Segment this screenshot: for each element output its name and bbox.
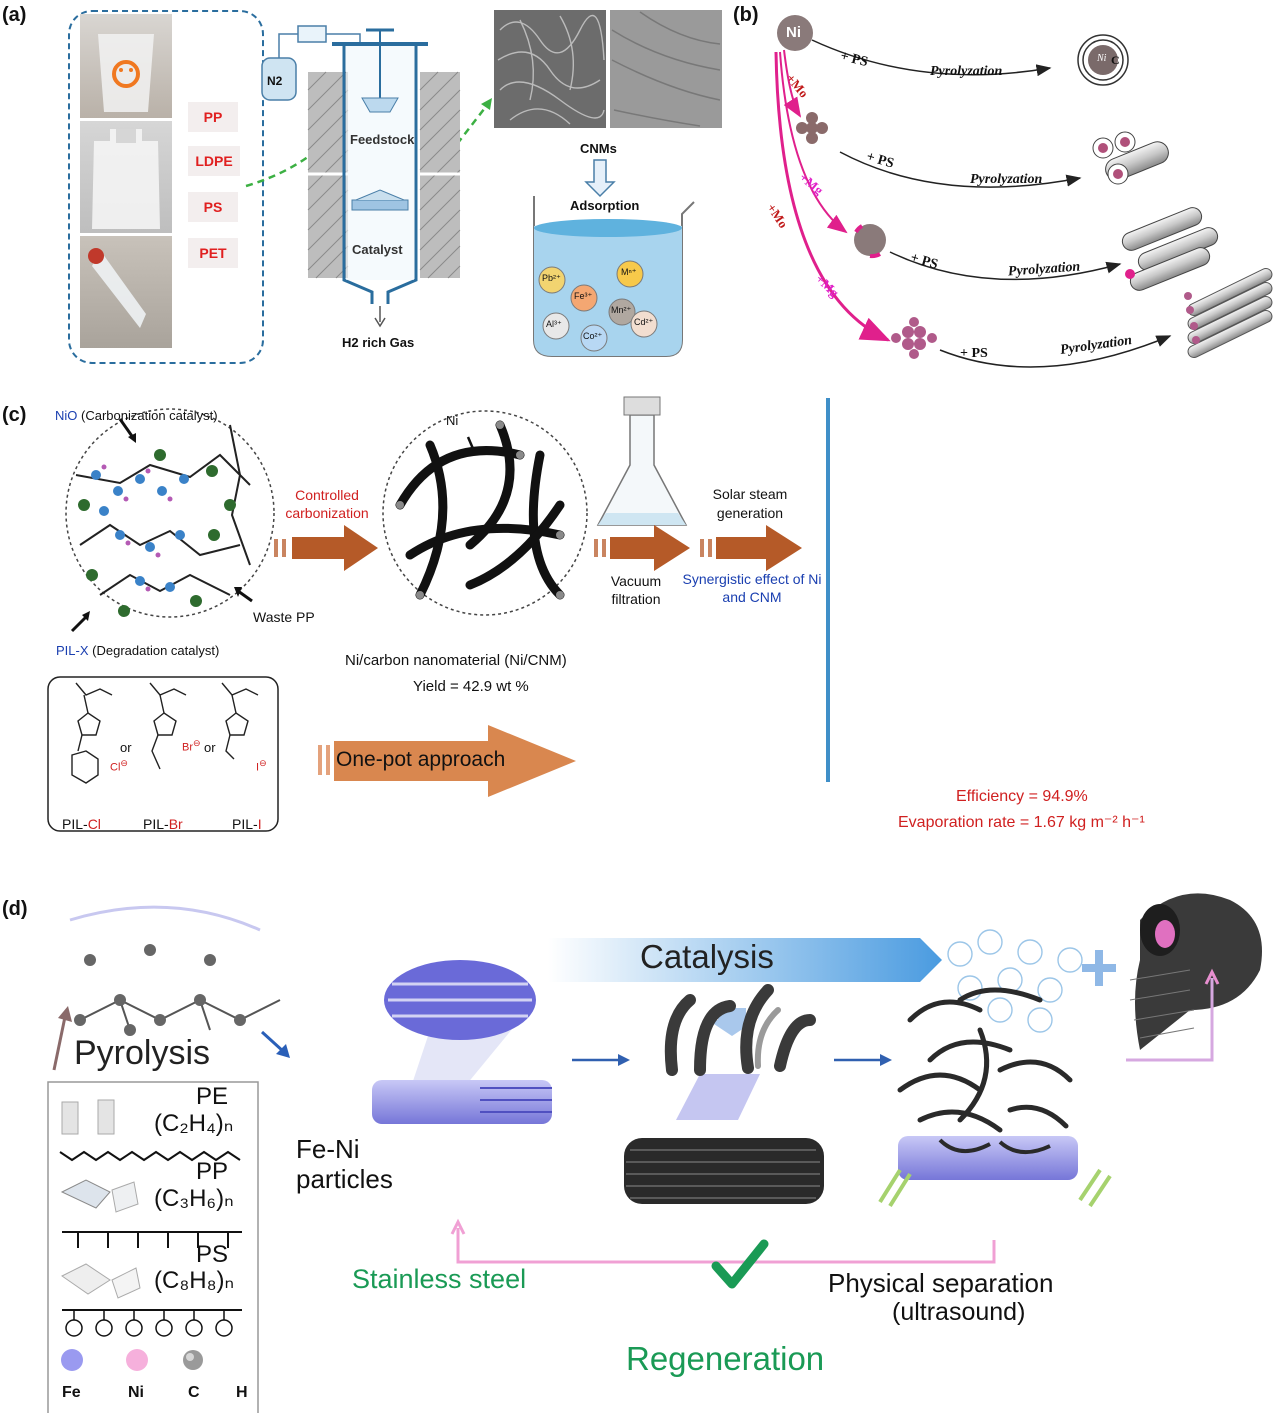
ni-arrow-label: Ni [446,413,459,428]
ion-m: Mⁿ⁺ [621,267,637,277]
onepot-label: One-pot approach [336,748,506,771]
feni-label: Fe-Ni particles [296,1134,393,1194]
ps-label-4: + PS [960,346,988,361]
ion-co: Co²⁺ [583,331,603,341]
carbonization-scheme [47,396,830,832]
pp-label: PP [196,1158,229,1185]
nio-label: NiO (Carbonization catalyst) [55,408,218,423]
ni-label: Ni [786,24,801,41]
ion-pb: Pb²⁺ [542,273,561,283]
plastic-label-ldpe: LDPE [188,146,240,176]
pyrolyzation-label-1: Pyrolyzation [930,64,1003,79]
cnt-coated-rod [624,1138,824,1204]
pe-label: PE [196,1083,229,1110]
product-label: Ni/carbon nanomaterial (Ni/CNM) [345,652,567,669]
pil-i-anion: I⊖ [256,758,267,774]
legend-h-label: H [236,1384,248,1401]
yield-label: Yield = 42.9 wt % [413,678,529,695]
plastic-label-ps: PS [188,192,238,222]
ion-fe: Fe³⁺ [574,291,593,301]
catalyst-label: Catalyst [352,242,403,257]
waste-pp-label: Waste PP [253,609,315,625]
pil-label: PIL-X (Degradation catalyst) [56,643,219,658]
regeneration-label: Regeneration [626,1340,825,1377]
or-label-1: or [120,740,132,755]
pyrolyzation-label-2: Pyrolyzation [970,172,1043,187]
ultrasound-label: (ultrasound) [892,1298,1026,1326]
catalysis-label: Catalysis [640,938,774,975]
legend-c-label: C [188,1384,200,1401]
plastic-label-pp: PP [188,102,238,132]
ion-al: Al³⁺ [546,319,562,329]
feedstock-label: Feedstock [350,132,415,147]
ion-mn: Mn²⁺ [611,305,632,315]
solar-steam-label: Solar steam generation [712,486,788,521]
vacuum-filtration-label: Vacuum filtration [610,573,662,607]
efficiency-label: Efficiency = 94.9% [956,788,1088,805]
bag-photo [80,121,172,233]
core-label: Ni [1097,53,1107,64]
pil-cl-anion: Cl⊖ [110,758,129,774]
panel-a-label: (a) [2,4,27,26]
pil-name: PIL-X [56,643,89,658]
legend-fe-label: Fe [62,1384,81,1401]
panel-b-label: (b) [733,4,759,26]
ion-cd: Cd²⁺ [634,317,654,327]
n2-label: N2 [267,74,283,88]
gas-out-label: H2 rich Gas [342,335,415,350]
pyrolysis-label: Pyrolysis [74,1034,211,1072]
ps-formula: (C₈H₈)ₙ [154,1267,235,1294]
legend-ni-label: Ni [128,1384,144,1401]
regeneration-scheme [47,893,1262,1413]
reactor-diagram [245,10,722,357]
pyrolyzation-scheme [774,15,1273,368]
ps-label: PS [196,1241,229,1268]
pp-formula: (C₃H₆)ₙ [154,1185,234,1212]
cnms-label: CNMs [580,141,617,156]
controlled-carbonization-label: Controlled carbonization [285,487,369,521]
cup-photo [80,14,172,118]
panel-c-label: (c) [2,404,27,426]
adsorption-label: Adsorption [570,198,640,213]
synergy-label: Synergistic effect of Ni and CNM [682,571,822,605]
or-label-2: or [204,740,216,755]
pil-br-anion: Br⊖ [182,738,201,754]
shell-label: C [1111,53,1120,67]
pil-name-cl: PIL-Cl [62,816,101,832]
pe-formula: (C₂H₄)ₙ [154,1110,234,1137]
bottle-photo [80,236,172,348]
checkmark-icon [711,1239,769,1289]
evaporation-label: Evaporation rate = 1.67 kg m⁻² h⁻¹ [898,814,1145,831]
nio-desc: (Carbonization catalyst) [81,408,218,423]
pil-name-i: PIL-I [232,816,262,832]
flask-icon [596,414,688,526]
physical-separation-label: Physical separation [828,1268,1054,1298]
ni-particle-icon [777,15,813,51]
pil-desc: (Degradation catalyst) [92,643,220,658]
nio-name: NiO [55,408,78,423]
panel-d-label: (d) [2,898,28,920]
pil-name-br: PIL-Br [143,816,183,832]
solar-beaker-photo [826,398,830,782]
plastic-label-pet: PET [188,238,238,268]
plastic-samples-frame [68,10,264,364]
stainless-steel-label: Stainless steel [352,1264,527,1294]
